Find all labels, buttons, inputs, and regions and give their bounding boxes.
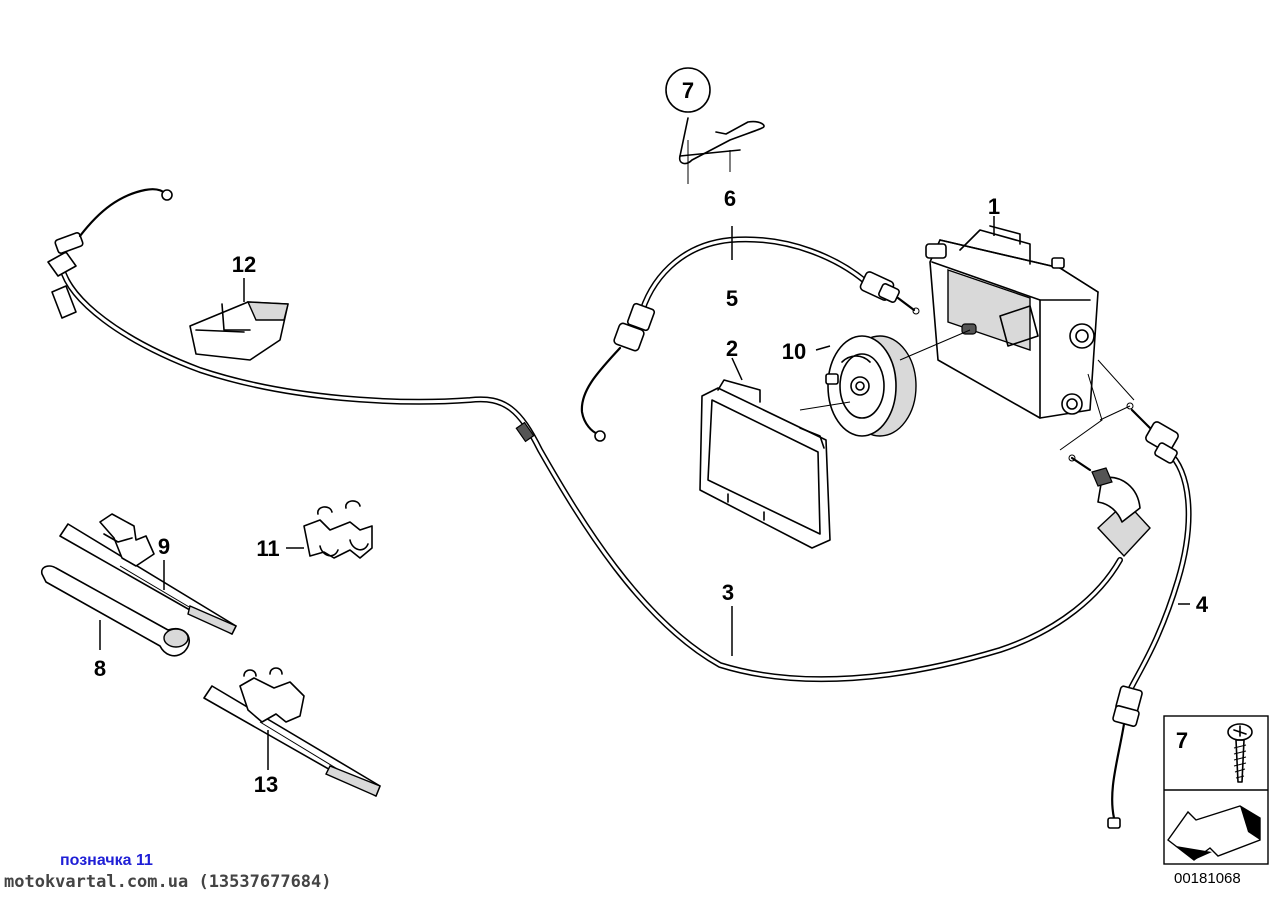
- callout-12: 12: [232, 252, 256, 277]
- inset-box: 7: [1163, 715, 1269, 865]
- callout-5: 5: [726, 286, 738, 311]
- clip-part-6: [678, 117, 765, 184]
- callout-7: 7: [682, 78, 694, 103]
- cable-part-5: [580, 236, 920, 442]
- cable-tie-part-9: [59, 513, 237, 635]
- callout-9: 9: [158, 534, 170, 559]
- callout-1: 1: [988, 194, 1000, 219]
- cable-tie-part-13: [203, 667, 381, 797]
- callout-7-circle: [665, 67, 711, 113]
- diagram-number: 00181068: [1174, 870, 1241, 887]
- double-clip-part-11: [303, 500, 373, 559]
- callout-6: 6: [724, 186, 736, 211]
- caption-label: позначка 11: [60, 852, 153, 869]
- cable-part-4: [1107, 402, 1192, 829]
- caption-site: motokvartal.com.ua (13537677684): [4, 872, 332, 892]
- pulley-part-10: [799, 329, 971, 437]
- holder-part-12: [189, 301, 289, 361]
- actuator-housing-part-1: [925, 225, 1135, 451]
- callout-2: 2: [726, 336, 738, 361]
- callouts: 7 6 1 5 2 10 12 9 11 8 3 4 13: [94, 67, 1209, 797]
- arrow-icon: [1167, 805, 1261, 861]
- callout-8: 8: [94, 656, 106, 681]
- callout-3: 3: [722, 580, 734, 605]
- callout-4: 4: [1196, 592, 1209, 617]
- screw-icon: [1227, 723, 1253, 783]
- cable-part-3: [47, 188, 1151, 683]
- inset-label: 7: [1176, 728, 1188, 753]
- callout-13: 13: [254, 772, 278, 797]
- leader-lines: [99, 216, 1190, 770]
- strap-part-8: [40, 565, 190, 657]
- cover-part-2: [699, 379, 831, 549]
- callout-10: 10: [782, 339, 806, 364]
- callout-11: 11: [256, 536, 279, 561]
